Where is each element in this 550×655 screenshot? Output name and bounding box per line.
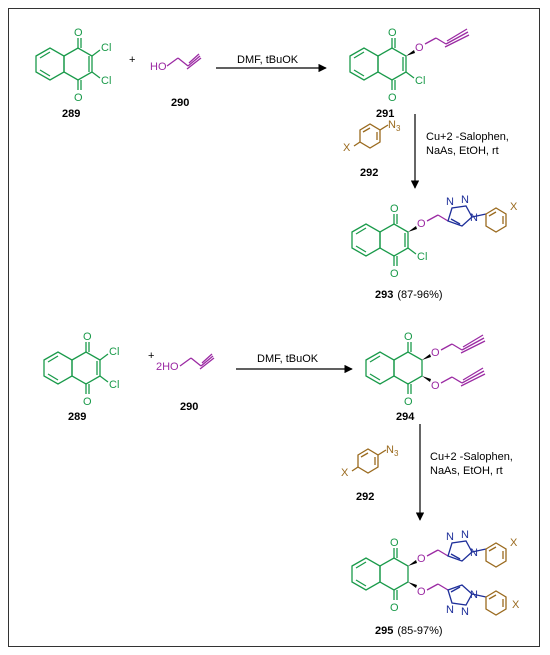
oxygen-atom: O: [390, 537, 399, 549]
ether-oxygen: O: [417, 218, 426, 230]
oxygen-atom: O: [388, 92, 397, 104]
compound-289-structure-1: [35, 38, 101, 90]
substituent-x: X: [343, 142, 351, 154]
nitrogen-atom: N: [461, 194, 469, 206]
compound-292-structure-1: [353, 123, 389, 149]
compound-number-289: 289: [62, 108, 80, 120]
hydroxyl-label: HO: [150, 61, 167, 73]
compound-number-289: 289: [68, 411, 86, 423]
chlorine-atom: Cl: [101, 75, 111, 87]
oxygen-atom: O: [404, 396, 413, 408]
plus-sign: +: [148, 350, 154, 362]
ether-oxygen: O: [417, 586, 426, 598]
triazole-rings: [447, 540, 487, 606]
compound-293-structure: [351, 214, 417, 266]
nitrogen-atom: N: [470, 589, 478, 601]
oxygen-atom: O: [74, 27, 83, 39]
oxygen-atom: O: [74, 92, 83, 104]
product-293-label: 293(87-96%): [375, 289, 443, 301]
oxygen-atom: O: [390, 268, 399, 280]
triazole-ring: [447, 205, 487, 227]
compound-294-structure: [365, 342, 423, 394]
oxygen-atom: O: [388, 27, 397, 39]
hydroxyl-label: 2HO: [156, 361, 179, 373]
oxygen-atom: O: [83, 396, 92, 408]
ether-oxygen: O: [417, 553, 426, 565]
conditions-line-2: NaAs, EtOH, rt: [430, 465, 503, 477]
compound-number-292: 292: [356, 491, 374, 503]
azide-label: N3: [386, 444, 399, 458]
nitrogen-atom: N: [461, 606, 469, 618]
scheme-frame: [8, 8, 540, 647]
conditions-line-1: Cu+2 -Salophen,: [426, 131, 509, 143]
chlorine-atom: Cl: [109, 379, 119, 391]
propargyl-chains: [440, 334, 486, 387]
compound-number-292: 292: [360, 167, 378, 179]
oxygen-atom: O: [390, 203, 399, 215]
oxygen-atom: O: [83, 331, 92, 343]
substituent-x: X: [510, 201, 518, 213]
conditions-line-1: Cu+2 -Salophen,: [430, 451, 513, 463]
compound-291-structure: [349, 38, 415, 90]
reagent-label: DMF, tBuOK: [257, 353, 319, 365]
oxygen-atom: O: [404, 331, 413, 343]
triazole-linker: [426, 214, 449, 222]
nitrogen-atom: N: [446, 531, 454, 543]
ether-oxygen: O: [431, 380, 440, 392]
conditions-line-2: NaAs, EtOH, rt: [426, 145, 499, 157]
compound-290-structure-2: [179, 353, 215, 370]
oxygen-atom: O: [390, 602, 399, 614]
plus-sign: +: [129, 54, 135, 66]
chlorine-atom: Cl: [109, 346, 119, 358]
compound-292-structure-2: [351, 448, 387, 474]
reagent-label: DMF, tBuOK: [237, 54, 299, 66]
propargyl-chain: [424, 28, 470, 48]
compound-number-291: 291: [376, 108, 394, 120]
chlorine-atom: Cl: [417, 251, 427, 263]
compound-295-structure: [351, 548, 409, 600]
compound-number-290: 290: [171, 97, 189, 109]
nitrogen-atom: N: [461, 529, 469, 541]
nitrogen-atom: N: [446, 196, 454, 208]
ether-oxygen: O: [415, 42, 424, 54]
triazole-linkers: [426, 549, 449, 591]
substituent-x: X: [341, 467, 349, 479]
nitrogen-atom: N: [470, 547, 478, 559]
compound-289-structure-2: [43, 342, 109, 394]
substituent-x: X: [512, 599, 520, 611]
chlorine-atom: Cl: [101, 42, 111, 54]
aryl-rings: [485, 542, 507, 616]
ether-oxygen: O: [431, 347, 440, 359]
compound-290-structure-1: [166, 53, 202, 70]
compound-number-290: 290: [180, 401, 198, 413]
aryl-ring: [485, 207, 507, 233]
substituent-x: X: [510, 537, 518, 549]
chlorine-atom: Cl: [415, 75, 425, 87]
azide-label: N3: [388, 119, 401, 133]
product-295-label: 295(85-97%): [375, 625, 443, 637]
compound-number-294: 294: [396, 411, 415, 423]
nitrogen-atom: N: [446, 604, 454, 616]
nitrogen-atom: N: [470, 212, 478, 224]
